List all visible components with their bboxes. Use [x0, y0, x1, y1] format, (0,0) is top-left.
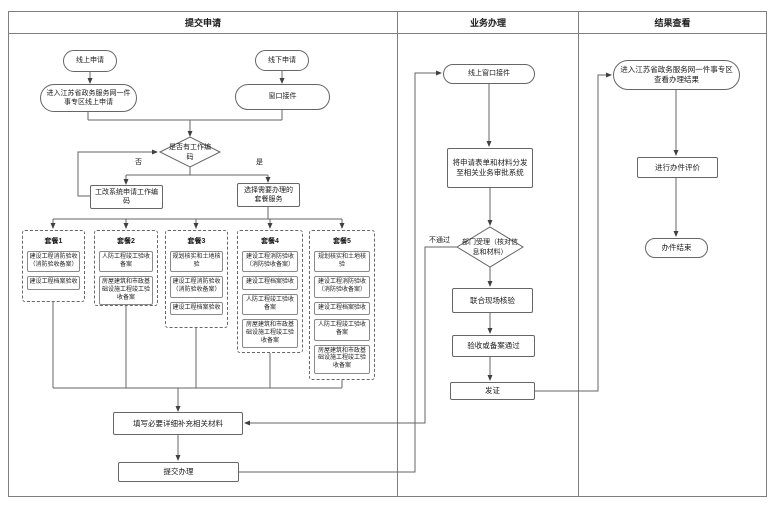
edge-label-no: 否	[134, 157, 143, 167]
package-1: 套餐1 建设工程消防验收（消防验收备案） 建设工程档案验收	[22, 230, 85, 302]
package-item: 建设工程消防验收（消防验收备案）	[27, 251, 80, 273]
package-item: 人防工程竣工验收备案	[242, 294, 298, 316]
package-item: 房屋建筑和市政基础设施工程竣工验收备案	[99, 276, 153, 306]
node-joint-site-check: 联合现场核验	[452, 288, 533, 313]
package-title: 套餐4	[261, 238, 279, 245]
decision-dept-acceptance: 部门受理（核对信息和材料）	[462, 239, 518, 256]
node-fill-materials: 填写必要详细补充相关材料	[113, 412, 243, 435]
node-choose-package: 选择需要办理的套餐服务	[237, 183, 300, 207]
package-item: 建设工程消防验收（消防验收备案）	[242, 251, 298, 273]
package-title: 套餐2	[117, 238, 135, 245]
package-item: 房屋建筑和市政基础设施工程竣工验收备案	[314, 344, 370, 374]
package-item: 建设工程档案验收	[27, 276, 80, 291]
lane-title: 提交申请	[184, 18, 221, 28]
package-item: 人防工程竣工验收备案	[314, 319, 370, 341]
lane-title: 结果查看	[654, 18, 691, 28]
lane-header-result: 结果查看	[578, 11, 767, 34]
node-submit-handle: 提交办理	[118, 462, 239, 482]
node-distribute-materials: 将申请表单和材料分发至相关业务审批系统	[447, 148, 533, 188]
package-item: 建设工程档案验收	[170, 301, 223, 316]
node-case-end: 办件结束	[645, 238, 708, 258]
node-window-receive: 窗口接件	[235, 84, 330, 110]
package-item: 规划核实和土地核验	[314, 251, 370, 273]
node-enter-portal: 进入江苏省政务服务网一件事专区线上申请	[40, 84, 137, 112]
node-view-result-portal: 进入江苏省政务服务网一件事专区查看办理结果	[613, 60, 740, 90]
package-5: 套餐5 规划核实和土地核验 建设工程消防验收（消防验收备案） 建设工程档案验收 …	[309, 230, 375, 380]
package-title: 套餐1	[44, 238, 63, 245]
package-item: 人防工程竣工验收备案	[99, 251, 153, 273]
node-apply-work-code: 工改系统申请工作编码	[90, 185, 163, 209]
lane-body-result	[578, 33, 767, 497]
node-offline-apply: 线下申请	[255, 50, 309, 71]
node-acceptance-passed: 验收或备案通过	[452, 335, 535, 357]
package-title: 套餐3	[187, 238, 206, 245]
lane-title: 业务办理	[469, 18, 506, 28]
package-item: 规划核实和土地核验	[170, 251, 223, 273]
node-evaluate-case: 进行办件评价	[637, 157, 718, 178]
node-online-apply: 线上申请	[63, 50, 117, 72]
package-title: 套餐5	[333, 238, 351, 245]
edge-label-fail: 不通过	[428, 235, 451, 245]
package-item: 房屋建筑和市政基础设施工程竣工验收备案	[242, 319, 298, 349]
node-online-window-receive: 线上窗口接件	[443, 64, 535, 84]
package-2: 套餐2 人防工程竣工验收备案 房屋建筑和市政基础设施工程竣工验收备案	[94, 230, 158, 306]
decision-has-work-code: 是否有工作编码	[169, 144, 211, 161]
package-item: 建设工程消防验收（消防验收备案）	[314, 276, 370, 298]
edge-label-yes: 是	[255, 157, 264, 167]
package-4: 套餐4 建设工程消防验收（消防验收备案） 建设工程档案验收 人防工程竣工验收备案…	[237, 230, 303, 353]
node-issue-certificate: 发证	[450, 382, 535, 400]
package-3: 套餐3 规划核实和土地核验 建设工程消防验收（消防验收备案） 建设工程档案验收	[165, 230, 228, 328]
package-item: 建设工程消防验收（消防验收备案）	[170, 276, 223, 298]
package-item: 建设工程档案验收	[242, 276, 298, 291]
package-item: 建设工程档案验收	[314, 301, 370, 316]
